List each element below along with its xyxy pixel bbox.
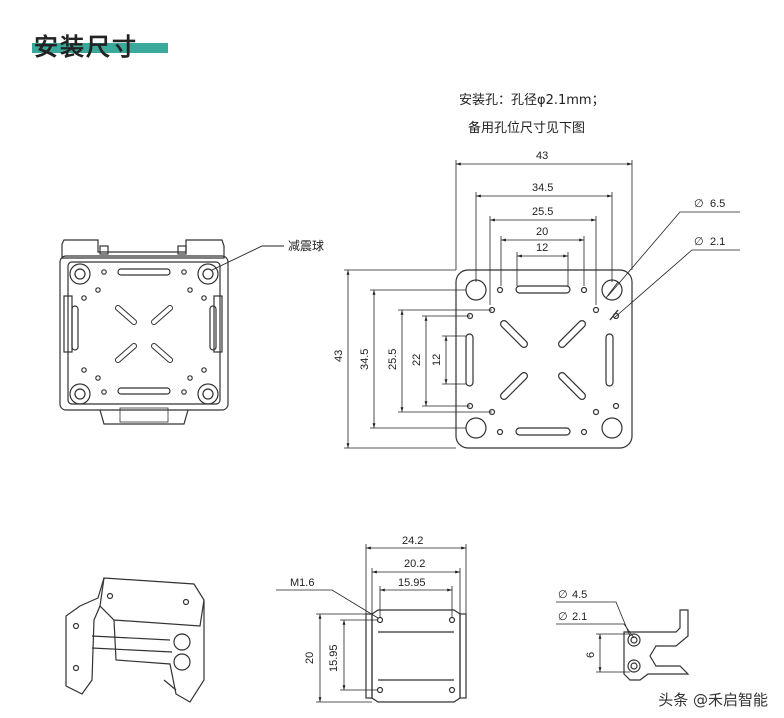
dim-height-34-5: 34.5 — [359, 349, 371, 370]
dim-bracket-20-2: 20.2 — [404, 558, 425, 570]
title-accent-bar — [32, 43, 168, 53]
damper-leader-line — [211, 245, 284, 271]
bracket-dims — [276, 544, 467, 703]
dim-side-diameter-2-1: 2.1 — [572, 611, 587, 623]
dim-width-12: 12 — [536, 242, 548, 254]
gimbal-front-view — [59, 239, 229, 425]
spare-holes-note: 备用孔位尺寸见下图 — [468, 121, 586, 136]
dim-side-height-6: 6 — [585, 652, 597, 658]
top-plate-view — [455, 269, 633, 449]
dim-width-34-5: 34.5 — [532, 182, 553, 194]
damper-ball-label: 减震球 — [288, 239, 324, 253]
dim-diameter-6-5: 6.5 — [710, 198, 725, 210]
bracket-front-view — [365, 609, 467, 703]
watermark: 头条 @禾启智能 — [658, 691, 768, 709]
mounting-hole-note: 安装孔：孔径φ2.1mm； — [459, 93, 605, 108]
dim-width-25-5: 25.5 — [532, 206, 553, 218]
diameter-leaders — [607, 211, 740, 319]
bracket-isometric-view — [65, 577, 205, 703]
top-plate-vertical-dims — [344, 269, 492, 449]
diameter-symbol-6-5: ∅ — [694, 198, 704, 210]
side-profile-dims — [556, 601, 635, 673]
m16-label: M1.6 — [290, 577, 314, 589]
diameter-symbol-2-1-side: ∅ — [558, 611, 568, 623]
dim-height-12: 12 — [431, 354, 443, 366]
dim-width-20: 20 — [536, 226, 548, 238]
dim-bracket-height-20: 20 — [304, 652, 316, 664]
diameter-symbol-4-5: ∅ — [558, 589, 568, 601]
dim-width-43: 43 — [536, 150, 548, 162]
dim-height-22: 22 — [411, 354, 423, 366]
dim-bracket-24-2: 24.2 — [402, 535, 423, 547]
section-title: 安装尺寸 — [34, 33, 138, 61]
diameter-symbol-2-1: ∅ — [694, 236, 704, 248]
dim-bracket-15-95: 15.95 — [398, 577, 426, 589]
dim-height-43: 43 — [333, 350, 345, 362]
dim-side-diameter-4-5: 4.5 — [572, 589, 587, 601]
dim-diameter-2-1: 2.1 — [710, 236, 725, 248]
side-profile-view — [623, 609, 690, 681]
dim-height-25-5: 25.5 — [387, 349, 399, 370]
top-plate-horizontal-dims — [455, 160, 633, 305]
dim-bracket-height-15-95: 15.95 — [328, 644, 340, 672]
